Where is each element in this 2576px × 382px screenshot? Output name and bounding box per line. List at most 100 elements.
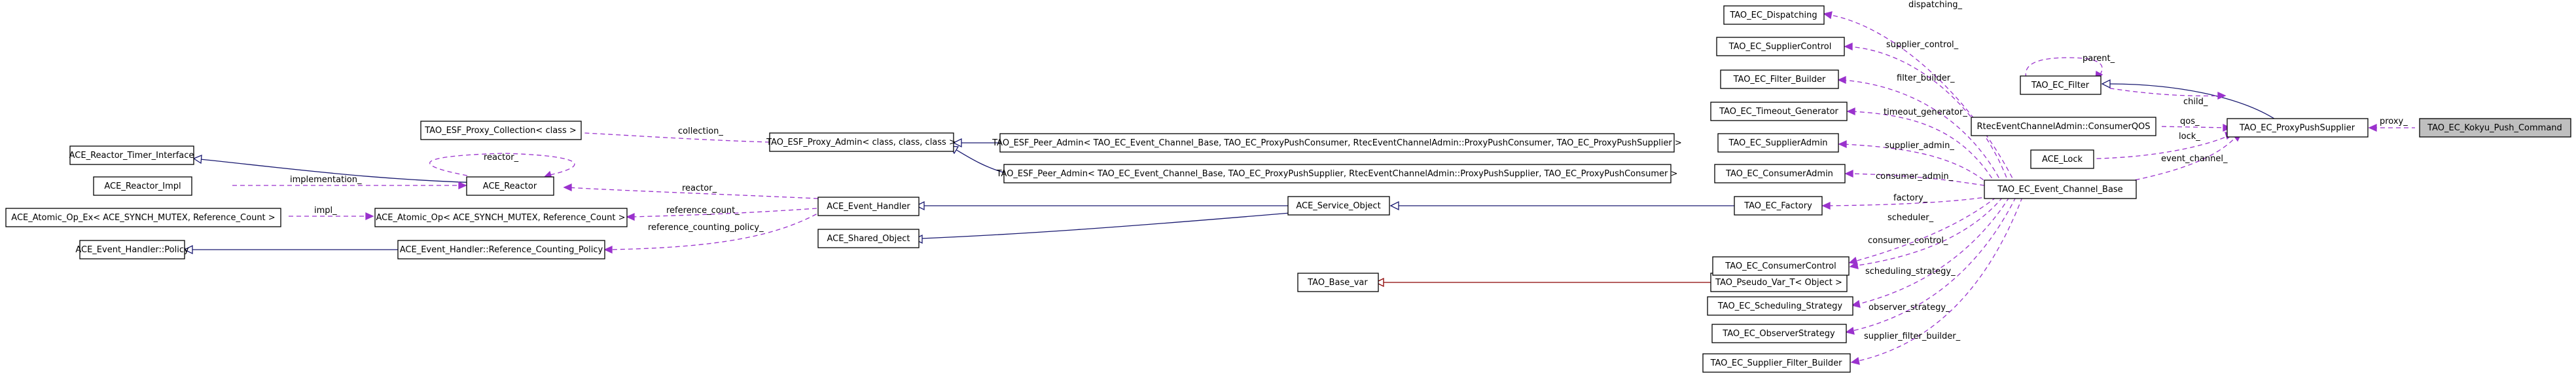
node-label: TAO_EC_Supplier_Filter_Builder — [1710, 358, 1843, 368]
edge-reactor-timer-interface — [200, 159, 505, 184]
node-label: ACE_Atomic_Op< ACE_SYNCH_MUTEX, Referenc… — [376, 213, 626, 223]
node-label: TAO_EC_ProxyPushSupplier — [2239, 123, 2355, 133]
node-tao-esf-proxy-admin[interactable]: TAO_ESF_Proxy_Admin< class, class, class… — [766, 132, 956, 152]
node-label: ACE_Reactor_Impl — [104, 181, 181, 191]
edge-label-impl: impl_ — [314, 206, 337, 216]
node-tao-esf-peer-admin-2[interactable]: TAO_ESF_Peer_Admin< TAO_EC_Event_Channel… — [996, 164, 1678, 183]
node-label: ACE_Event_Handler::Policy — [75, 245, 189, 255]
edge-event-channel — [2120, 134, 2239, 183]
edge-qos — [2159, 126, 2230, 128]
node-tao-ec-filter-builder[interactable]: TAO_EC_Filter_Builder — [1720, 69, 1839, 89]
edge-label-reactor: reactor_ — [682, 183, 717, 193]
node-label: ACE_Reactor_Timer_Interface — [69, 151, 194, 161]
edge-scheduler — [1851, 197, 1997, 263]
node-tao-esf-proxy-collection[interactable]: TAO_ESF_Proxy_Collection< class > — [420, 121, 582, 140]
node-label: TAO_EC_Factory — [1744, 201, 1812, 211]
edge-label-reference-count: reference_count_ — [666, 206, 740, 216]
node-tao-ec-factory[interactable]: TAO_EC_Factory — [1734, 196, 1823, 216]
edge-label-consumer-control: consumer_control_ — [1868, 236, 1948, 246]
edge-filter-builder — [1841, 79, 2003, 185]
node-label: ACE_Service_Object — [1296, 201, 1380, 211]
edge-label-factory: factory_ — [1893, 193, 1928, 203]
node-label: TAO_ESF_Peer_Admin< TAO_EC_Event_Channel… — [996, 169, 1678, 179]
edge-consumer-control — [1853, 197, 2003, 267]
edge-label-qos: qos_ — [2180, 117, 2200, 126]
node-tao-ec-supplier-filter-builder[interactable]: TAO_EC_Supplier_Filter_Builder — [1702, 353, 1851, 373]
edge-scheduling-strategy — [1855, 197, 2010, 305]
edge-proxy-collection — [570, 132, 770, 143]
node-label: TAO_EC_Dispatching — [1729, 10, 1817, 20]
node-tao-ec-suppliercontrol[interactable]: TAO_EC_SupplierControl — [1716, 37, 1845, 56]
node-ace-service-object[interactable]: ACE_Service_Object — [1287, 196, 1390, 216]
node-label: TAO_Pseudo_Var_T< Object > — [1715, 278, 1842, 288]
edge-dispatching — [1827, 14, 2016, 185]
node-label: TAO_EC_Kokyu_Push_Command — [2427, 123, 2562, 133]
node-label: TAO_EC_SupplierControl — [1728, 42, 1832, 52]
node-label: TAO_EC_Filter — [2031, 81, 2090, 90]
edge-factory — [1825, 196, 1990, 206]
node-tao-ec-timeout-generator[interactable]: TAO_EC_Timeout_Generator — [1710, 102, 1848, 121]
edge-label-scheduling-strategy: scheduling_strategy_ — [1865, 267, 1956, 277]
node-ace-event-handler-policy[interactable]: ACE_Event_Handler::Policy — [75, 240, 189, 259]
node-label: TAO_ESF_Proxy_Admin< class, class, class… — [766, 138, 956, 147]
node-tao-ec-consumercontrol[interactable]: TAO_EC_ConsumerControl — [1712, 256, 1850, 276]
edge-child — [2106, 87, 2225, 97]
node-tao-pseudo-var-t[interactable]: TAO_Pseudo_Var_T< Object > — [1710, 273, 1848, 292]
node-ace-event-handler[interactable]: ACE_Event_Handler — [817, 197, 920, 216]
node-ace-reactor-impl[interactable]: ACE_Reactor_Impl — [93, 176, 192, 196]
edge-label-collection: collection_ — [678, 126, 723, 136]
node-rtec-consumerqos[interactable]: RtecEventChannelAdmin::ConsumerQOS — [1971, 117, 2156, 136]
edge-proxy-admin-peer-2 — [955, 149, 1009, 174]
node-label: ACE_Shared_Object — [827, 234, 910, 244]
node-label: RtecEventChannelAdmin::ConsumerQOS — [1977, 122, 2150, 132]
edge-consumer-admin — [1848, 173, 1985, 186]
node-label: ACE_Reactor — [483, 181, 537, 191]
node-label: TAO_EC_Event_Channel_Base — [1997, 185, 2122, 195]
edge-reactor-self — [429, 153, 575, 176]
node-tao-ec-kokyu-push-command[interactable]: TAO_EC_Kokyu_Push_Command — [2419, 118, 2571, 138]
node-tao-ec-scheduling-strategy[interactable]: TAO_EC_Scheduling_Strategy — [1707, 296, 1853, 316]
edge-label-supplier-control: supplier_control_ — [1886, 40, 1959, 50]
node-label: TAO_EC_ConsumerAdmin — [1725, 169, 1833, 179]
node-tao-ec-proxypushsupplier[interactable]: TAO_EC_ProxyPushSupplier — [2227, 118, 2369, 138]
edge-reference-count — [629, 208, 817, 218]
node-tao-ec-observerstrategy[interactable]: TAO_EC_ObserverStrategy — [1711, 324, 1847, 343]
node-label: TAO_EC_ConsumerControl — [1725, 261, 1836, 271]
node-ace-event-handler-rcp[interactable]: ACE_Event_Handler::Reference_Counting_Po… — [397, 240, 605, 259]
edge-label-timeout-generator: timeout_generator_ — [1884, 107, 1967, 117]
node-tao-esf-peer-admin-1[interactable]: TAO_ESF_Peer_Admin< TAO_EC_Event_Channel… — [992, 133, 1682, 153]
edge-observer-strategy — [1849, 197, 2016, 332]
node-tao-ec-consumeradmin[interactable]: TAO_EC_ConsumerAdmin — [1714, 164, 1846, 183]
node-tao-ec-event-channel-base[interactable]: TAO_EC_Event_Channel_Base — [1984, 180, 2137, 199]
node-ace-lock[interactable]: ACE_Lock — [2030, 149, 2094, 169]
edge-reactor-event-handler — [566, 187, 819, 199]
edge-label-implementation: implementation_ — [290, 175, 362, 185]
edge-filter-parent — [2025, 57, 2103, 79]
node-tao-ec-dispatching[interactable]: TAO_EC_Dispatching — [1723, 5, 1825, 25]
node-ace-reactor[interactable]: ACE_Reactor — [466, 176, 554, 196]
edge-label-dispatching: dispatching_ — [1908, 0, 1962, 10]
node-ace-shared-object[interactable]: ACE_Shared_Object — [817, 229, 920, 248]
edge-lock — [2096, 134, 2232, 159]
edge-label-event-channel: event_channel_ — [2161, 154, 2228, 164]
edge-label-supplier-filter-builder: supplier_filter_builder_ — [1864, 332, 1961, 341]
node-label: TAO_EC_SupplierAdmin — [1728, 138, 1827, 148]
edge-label-child: child_ — [2183, 97, 2208, 107]
edge-label-observer-strategy: observer_strategy_ — [1869, 303, 1950, 313]
edge-shared-object-service-object — [920, 211, 1306, 239]
node-ace-reactor-timer-interface[interactable]: ACE_Reactor_Timer_Interface — [69, 145, 194, 165]
node-tao-ec-filter[interactable]: TAO_EC_Filter — [2020, 75, 2102, 95]
node-ace-atomic-op-ex[interactable]: ACE_Atomic_Op_Ex< ACE_SYNCH_MUTEX, Refer… — [5, 208, 281, 227]
node-label: TAO_EC_ObserverStrategy — [1722, 329, 1835, 339]
node-label: ACE_Event_Handler — [827, 202, 910, 212]
edge-supplier-filter-builder — [1854, 197, 2023, 362]
node-tao-base-var[interactable]: TAO_Base_var — [1297, 273, 1379, 292]
node-ace-atomic-op[interactable]: ACE_Atomic_Op< ACE_SYNCH_MUTEX, Referenc… — [374, 208, 628, 227]
edge-label-consumer-admin: consumer_admin_ — [1876, 172, 1954, 181]
edge-reference-counting-policy — [607, 210, 824, 250]
node-tao-ec-supplieradmin[interactable]: TAO_EC_SupplierAdmin — [1717, 133, 1839, 153]
edge-label-lock: lock_ — [2179, 132, 2200, 142]
node-label: ACE_Event_Handler::Reference_Counting_Po… — [400, 245, 603, 255]
edge-label-reference-counting-policy: reference_counting_policy_ — [648, 223, 764, 233]
node-label: TAO_ESF_Proxy_Collection< class > — [424, 126, 577, 136]
